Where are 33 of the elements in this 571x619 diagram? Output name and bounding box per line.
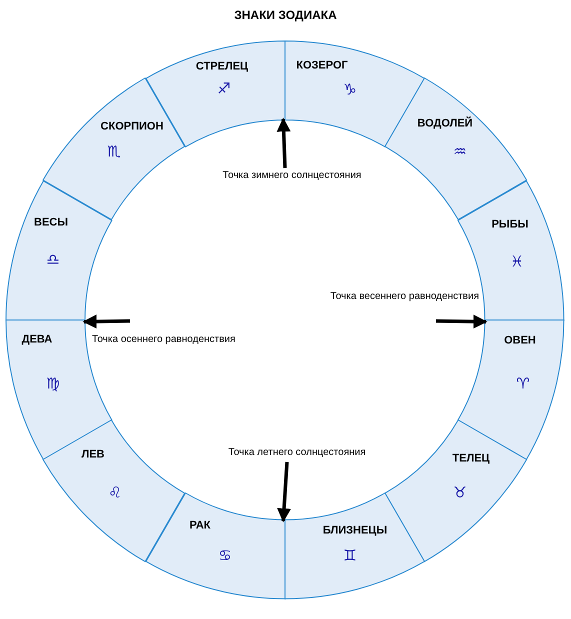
zodiac-symbol: ♐ — [217, 82, 231, 96]
point-label: Точка весеннего равноденствия — [330, 290, 479, 304]
sign-name: РЫБЫ — [492, 220, 528, 230]
zodiac-symbol: ♋ — [218, 548, 232, 564]
zodiac-symbol: ♈ — [516, 376, 530, 392]
zodiac-symbol: ♍ — [46, 376, 60, 392]
zodiac-symbol: ♎ — [46, 252, 60, 268]
sign-name: ВЕСЫ — [34, 218, 68, 228]
sign-name: ОВЕН — [504, 336, 536, 346]
arrow — [276, 118, 291, 168]
arrow — [82, 314, 130, 329]
sign-name: СТРЕЛЕЦ — [196, 62, 248, 72]
zodiac-symbol: ♉ — [453, 486, 467, 500]
sign-name: БЛИЗНЕЦЫ — [322, 525, 388, 536]
sign-name: ВОДОЛЕЙ — [417, 118, 473, 130]
sign-name: РАК — [189, 520, 211, 532]
zodiac-symbol: ♓ — [510, 254, 524, 270]
sign-name: КОЗЕРОГ — [296, 60, 348, 72]
point-label: Точка осеннего равноденствия — [92, 334, 236, 346]
zodiac-symbol: ♏ — [107, 144, 121, 160]
zodiac-symbol: ♊ — [343, 548, 357, 564]
sign-name: СКОРПИОН — [100, 121, 164, 132]
arrow — [436, 314, 488, 329]
zodiac-symbol: ♑ — [343, 82, 357, 98]
zodiac-symbol: ♌ — [108, 486, 122, 500]
zodiac-symbol: ♒ — [453, 144, 467, 160]
diagram-title: ЗНАКИ ЗОДИАКА — [233, 7, 338, 24]
point-label: Точка летнего солнцестояния — [228, 446, 366, 460]
sign-name: ЛЕВ — [81, 450, 104, 460]
sign-name: ТЕЛЕЦ — [452, 454, 490, 464]
arrow — [277, 462, 292, 522]
sign-name: ДЕВА — [22, 334, 52, 346]
point-label: Точка зимнего солнцестояния — [222, 170, 362, 182]
